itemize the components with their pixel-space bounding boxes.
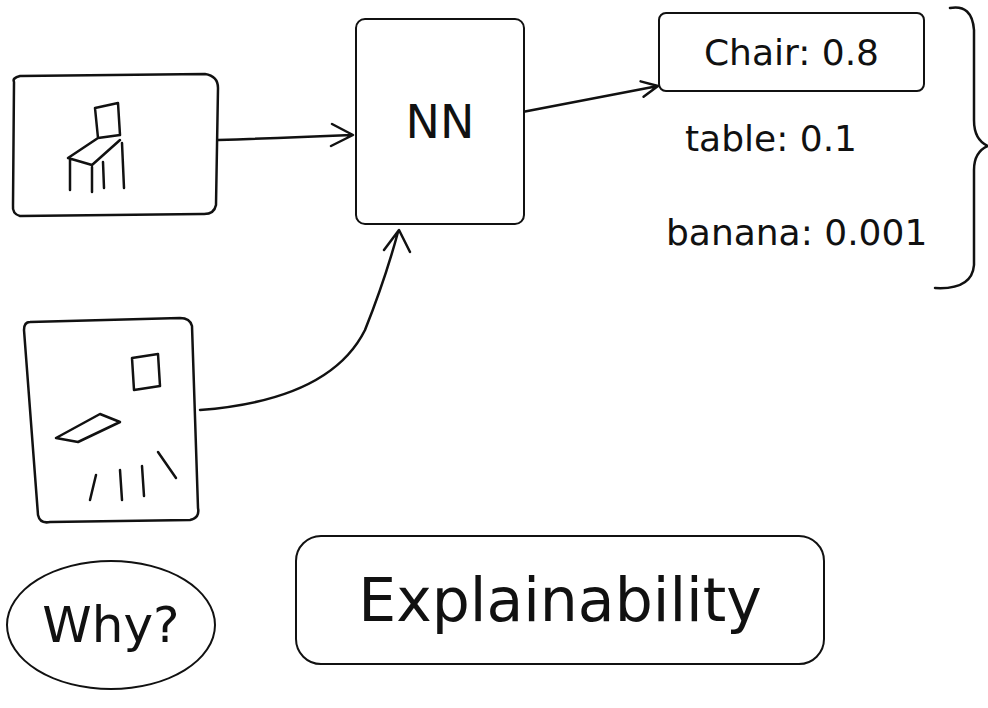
brace [935,7,988,288]
node-text: Why? [42,596,179,654]
arrow-connector [525,81,658,111]
score-label: banana: 0.001 [666,212,927,253]
image-frame [24,318,198,522]
node-text: NN [406,95,475,149]
text-box: NN [355,18,525,225]
text-box: Why? [6,560,216,690]
exploded-chair-sketch [56,354,176,500]
input-arrow [200,230,410,410]
input-arrow [218,124,353,146]
image-frame [13,74,218,216]
score-label: table: 0.1 [685,118,857,159]
text-box: Chair: 0.8 [658,12,925,92]
node-text: Chair: 0.8 [704,32,879,73]
node-text: Explainability [358,565,762,635]
text-box: Explainability [295,535,825,665]
chair-sketch [68,103,124,192]
